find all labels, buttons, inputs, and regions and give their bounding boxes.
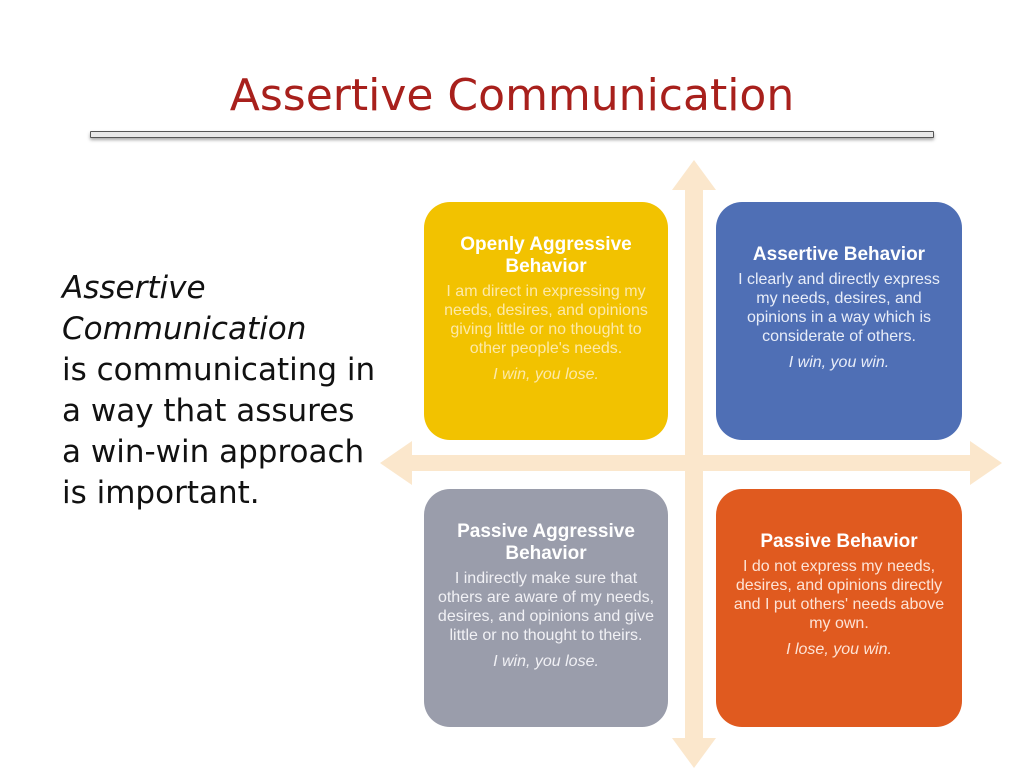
- slide-title: Assertive Communication: [229, 70, 795, 121]
- horizontal-double-arrow: [380, 441, 1002, 485]
- body-description: is communicating in a way that assures a…: [62, 352, 376, 511]
- quadrant-description: I do not express my needs, desires, and …: [733, 558, 945, 632]
- quadrant-description: I clearly and directly express my needs,…: [738, 271, 940, 345]
- quadrant-title: Passive Aggressive Behavior: [457, 521, 635, 564]
- body-italic-term: Assertive Communication: [62, 270, 307, 347]
- quadrant-outcome: I win, you lose.: [493, 653, 599, 670]
- quadrant-description: I indirectly make sure that others are a…: [437, 570, 655, 644]
- quadrant-title: Passive Behavior: [760, 531, 918, 552]
- body-text: Assertive Communication is communicating…: [62, 268, 382, 514]
- quadrant-outcome: I win, you win.: [788, 354, 890, 371]
- quadrant-title: Assertive Behavior: [752, 244, 926, 265]
- quadrant-passive-aggressive: Passive Aggressive Behavior I indirectly…: [424, 489, 668, 727]
- quadrant-outcome: I lose, you win.: [786, 641, 892, 658]
- quadrant-description: I am direct in expressing my needs, desi…: [444, 283, 648, 357]
- title-divider: [90, 131, 934, 138]
- quadrant-assertive: Assertive Behavior I clearly and directl…: [716, 202, 962, 440]
- quadrant-openly-aggressive: Openly Aggressive Behavior I am direct i…: [424, 202, 668, 440]
- quadrant-outcome: I win, you lose.: [493, 366, 599, 383]
- quadrant-passive: Passive Behavior I do not express my nee…: [716, 489, 962, 727]
- quadrant-title: Openly Aggressive Behavior: [460, 234, 632, 277]
